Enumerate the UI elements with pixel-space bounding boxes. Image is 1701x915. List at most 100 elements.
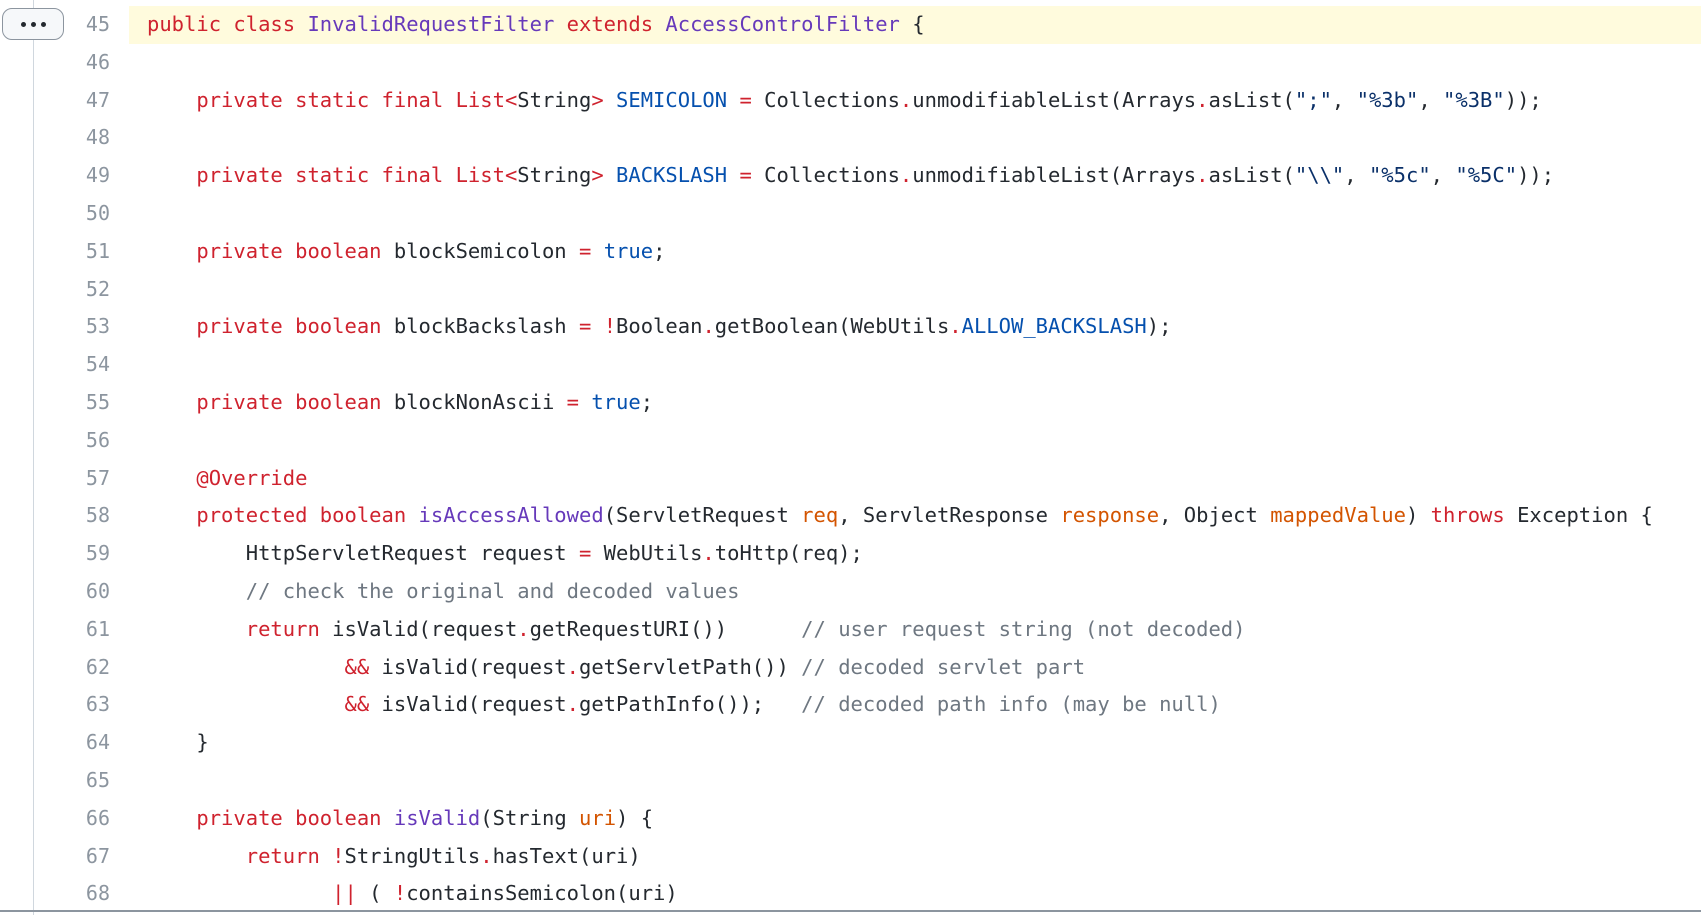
code-token	[147, 390, 196, 414]
code-token: &&	[344, 692, 370, 717]
line-number[interactable]: 54	[85, 352, 110, 377]
code-token	[591, 314, 603, 338]
code-token: <	[504, 87, 518, 112]
code-token	[727, 163, 739, 187]
ellipsis-dot	[20, 21, 26, 27]
line-number[interactable]: 49	[85, 163, 110, 188]
code-token: // check the original and decoded values	[245, 578, 740, 603]
line-number[interactable]: 61	[85, 616, 110, 641]
code-text: private boolean blockBackslash = !Boolea…	[147, 308, 1171, 346]
line-number[interactable]: 47	[85, 87, 110, 112]
code-line: 46	[0, 44, 1701, 82]
code-token: unmodifiableList(Arrays	[912, 87, 1197, 112]
code-token: >	[591, 87, 604, 112]
code-token: ));	[1517, 163, 1555, 188]
line-number[interactable]: 56	[85, 427, 110, 452]
code-token: .	[899, 163, 913, 188]
code-token: unmodifiableList(Arrays	[912, 163, 1197, 188]
code-token	[579, 390, 591, 414]
code-token: blockBackslash	[393, 314, 579, 339]
code-token: "%3b"	[1356, 87, 1419, 112]
code-token: !	[603, 314, 617, 339]
code-line: 47 private static final List<String> SEM…	[0, 82, 1701, 120]
line-number[interactable]: 57	[85, 465, 110, 490]
code-token: blockNonAscii	[393, 389, 567, 414]
code-text: protected boolean isAccessAllowed(Servle…	[147, 497, 1652, 535]
code-token: .	[517, 616, 530, 641]
code-token: response	[1060, 503, 1160, 528]
code-token	[147, 844, 246, 868]
code-token: true	[603, 238, 654, 263]
code-text: private static final List<String> SEMICO…	[147, 82, 1542, 120]
line-number[interactable]: 53	[85, 314, 110, 339]
code-token: containsSemicolon(uri)	[406, 881, 678, 906]
code-token: WebUtils	[591, 541, 703, 566]
code-token: <	[504, 163, 518, 188]
code-token: =	[578, 541, 592, 566]
code-token: "%3B"	[1443, 87, 1505, 112]
code-line: 56	[0, 422, 1701, 460]
code-line: 52	[0, 271, 1701, 309]
line-number[interactable]: 68	[85, 881, 110, 906]
code-token: >	[591, 163, 604, 188]
code-token	[147, 466, 196, 490]
line-number[interactable]: 48	[85, 125, 110, 150]
code-line: 50	[0, 195, 1701, 233]
code-text: // check the original and decoded values	[147, 573, 740, 611]
line-number[interactable]: 58	[85, 503, 110, 528]
highlighted-line-background	[129, 6, 1701, 44]
code-token: HttpServletRequest request	[147, 541, 579, 566]
code-token: {	[899, 12, 925, 36]
expand-lines-button[interactable]	[2, 8, 64, 40]
code-line: 61 return isValid(request.getRequestURI(…	[0, 611, 1701, 649]
line-number[interactable]: 55	[85, 389, 110, 414]
line-number[interactable]: 62	[85, 654, 110, 679]
line-number[interactable]: 63	[85, 692, 110, 717]
code-text: public class InvalidRequestFilter extend…	[147, 6, 925, 44]
code-line: 68 || ( !containsSemicolon(uri)	[0, 875, 1701, 913]
code-token: asList(	[1208, 163, 1295, 188]
code-token	[591, 239, 603, 263]
code-token: ));	[1504, 87, 1542, 112]
code-text: && isValid(request.getPathInfo()); // de…	[147, 686, 1220, 724]
line-number[interactable]: 52	[85, 276, 110, 301]
code-line: 58 protected boolean isAccessAllowed(Ser…	[0, 497, 1701, 535]
line-number[interactable]: 46	[85, 49, 110, 74]
code-token: List	[455, 163, 505, 188]
code-token: protected boolean	[196, 503, 419, 528]
code-token: asList(	[1208, 87, 1295, 112]
line-number[interactable]: 67	[85, 843, 110, 868]
code-token: );	[1146, 314, 1172, 339]
code-token	[147, 503, 196, 527]
line-number[interactable]: 64	[85, 730, 110, 755]
code-token: ;	[640, 389, 654, 414]
code-token	[147, 239, 196, 263]
code-token: )	[1405, 503, 1431, 528]
code-token	[147, 692, 344, 716]
code-text: return isValid(request.getRequestURI()) …	[147, 611, 1246, 649]
code-token: .	[702, 314, 715, 339]
line-number[interactable]: 65	[85, 767, 110, 792]
code-line: 55 private boolean blockNonAscii = true;	[0, 384, 1701, 422]
code-token: AccessControlFilter	[665, 12, 900, 36]
code-token: =	[739, 87, 752, 112]
code-token	[147, 806, 196, 830]
line-number[interactable]: 45	[85, 12, 110, 36]
code-token: ALLOW_BACKSLASH	[961, 314, 1147, 339]
line-number[interactable]: 66	[85, 805, 110, 830]
line-number[interactable]: 60	[85, 578, 110, 603]
line-number[interactable]: 51	[85, 238, 110, 263]
code-text: && isValid(request.getServletPath()) // …	[147, 649, 1085, 687]
code-token: ,	[1418, 87, 1444, 112]
line-number[interactable]: 50	[85, 200, 110, 225]
code-token: SEMICOLON	[616, 87, 728, 112]
code-token: Collections	[751, 163, 900, 188]
code-token: (String	[480, 805, 580, 830]
line-number[interactable]: 59	[85, 541, 110, 566]
code-line: 64 }	[0, 724, 1701, 762]
code-token	[147, 881, 332, 905]
code-line: 67 return !StringUtils.hasText(uri)	[0, 838, 1701, 876]
code-token	[147, 163, 196, 187]
code-token: ||	[332, 881, 357, 906]
code-token: BACKSLASH	[616, 163, 728, 188]
